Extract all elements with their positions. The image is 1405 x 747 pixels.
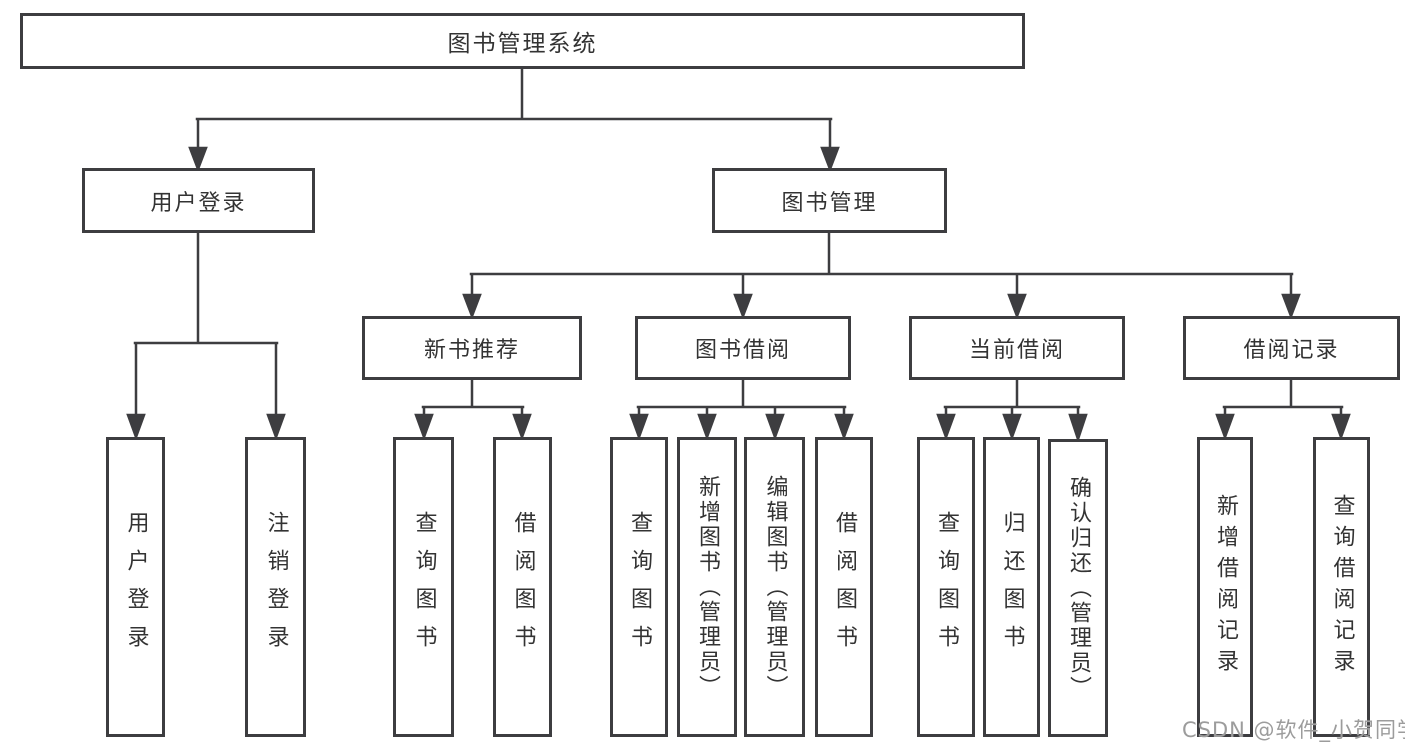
node-root: 图书管理系统 — [20, 13, 1025, 69]
leaf-newbook-borrow-label: 借阅图书 — [510, 511, 536, 663]
edge-root-to-level2 — [188, 67, 840, 173]
leaf-logout: 注销登录 — [245, 437, 306, 737]
leaf-borrow-edit-admin-label: 编辑图书（管理员） — [762, 474, 788, 700]
leaf-borrow-borrow-label: 借阅图书 — [832, 511, 857, 663]
leaf-logout-label: 注销登录 — [263, 511, 289, 663]
node-user-login-label: 用户登录 — [150, 190, 247, 216]
edge-bookmgmt-to-level3 — [462, 231, 1301, 320]
leaf-current-confirm-admin: 确认归还（管理员） — [1048, 439, 1108, 737]
arrowhead-icon — [733, 293, 753, 320]
arrowhead-icon — [820, 146, 840, 173]
edge-bookborrow-to-children — [629, 378, 854, 441]
leaf-current-return-label: 归还图书 — [999, 511, 1025, 663]
leaf-newbook-query-label: 查询图书 — [411, 511, 437, 663]
leaf-user-login-label: 用户登录 — [123, 511, 149, 663]
arrowhead-icon — [1281, 293, 1301, 320]
node-new-book-recommend-label: 新书推荐 — [423, 338, 520, 363]
leaf-record-add: 新增借阅记录 — [1197, 437, 1253, 737]
node-user-login: 用户登录 — [82, 168, 315, 233]
node-book-management-label: 图书管理 — [781, 190, 878, 216]
leaf-current-return: 归还图书 — [983, 437, 1040, 737]
node-root-label: 图书管理系统 — [447, 31, 598, 57]
node-book-management: 图书管理 — [712, 168, 947, 233]
arrowhead-icon — [1068, 413, 1088, 443]
arrowhead-icon — [697, 413, 717, 441]
arrowhead-icon — [462, 293, 482, 320]
node-book-borrow: 图书借阅 — [635, 316, 851, 380]
leaf-borrow-query-label: 查询图书 — [627, 511, 652, 663]
leaf-record-query: 查询借阅记录 — [1313, 437, 1370, 737]
node-new-book-recommend: 新书推荐 — [362, 316, 582, 380]
arrowhead-icon — [765, 413, 785, 441]
node-current-borrow: 当前借阅 — [909, 316, 1125, 380]
leaf-newbook-query: 查询图书 — [393, 437, 454, 737]
node-book-borrow-label: 图书借阅 — [694, 338, 791, 363]
arrowhead-icon — [834, 413, 854, 441]
leaf-borrow-borrow: 借阅图书 — [815, 437, 873, 737]
leaf-record-add-label: 新增借阅记录 — [1213, 494, 1238, 680]
leaf-current-confirm-admin-label: 确认归还（管理员） — [1066, 475, 1091, 701]
watermark: CSDN @软件_小贺同学 — [1182, 718, 1405, 742]
leaf-user-login: 用户登录 — [106, 437, 165, 737]
arrowhead-icon — [512, 413, 532, 441]
leaf-borrow-add-admin-label: 新增图书（管理员） — [695, 474, 720, 700]
node-current-borrow-label: 当前借阅 — [968, 338, 1065, 363]
arrowhead-icon — [629, 413, 649, 441]
leaf-borrow-add-admin: 新增图书（管理员） — [677, 437, 737, 737]
leaf-record-query-label: 查询借阅记录 — [1329, 494, 1355, 680]
edge-borrowrecords-to-children — [1215, 378, 1351, 441]
edge-currentborrow-to-children — [936, 378, 1088, 443]
arrowhead-icon — [1331, 413, 1351, 441]
node-borrow-records-label: 借阅记录 — [1243, 338, 1340, 363]
arrowhead-icon — [1002, 413, 1022, 441]
leaf-borrow-query: 查询图书 — [610, 437, 668, 737]
leaf-borrow-edit-admin: 编辑图书（管理员） — [744, 437, 805, 737]
arrowhead-icon — [188, 146, 208, 173]
leaf-current-query: 查询图书 — [917, 437, 975, 737]
arrowhead-icon — [936, 413, 956, 441]
edge-userlogin-to-children — [126, 231, 286, 441]
leaf-current-query-label: 查询图书 — [934, 511, 959, 663]
arrowhead-icon — [266, 413, 286, 441]
arrowhead-icon — [1007, 293, 1027, 320]
arrowhead-icon — [414, 413, 434, 441]
node-borrow-records: 借阅记录 — [1183, 316, 1400, 380]
leaf-newbook-borrow: 借阅图书 — [493, 437, 552, 737]
arrowhead-icon — [1215, 413, 1235, 441]
arrowhead-icon — [126, 413, 146, 441]
edge-newbook-to-children — [414, 378, 532, 441]
